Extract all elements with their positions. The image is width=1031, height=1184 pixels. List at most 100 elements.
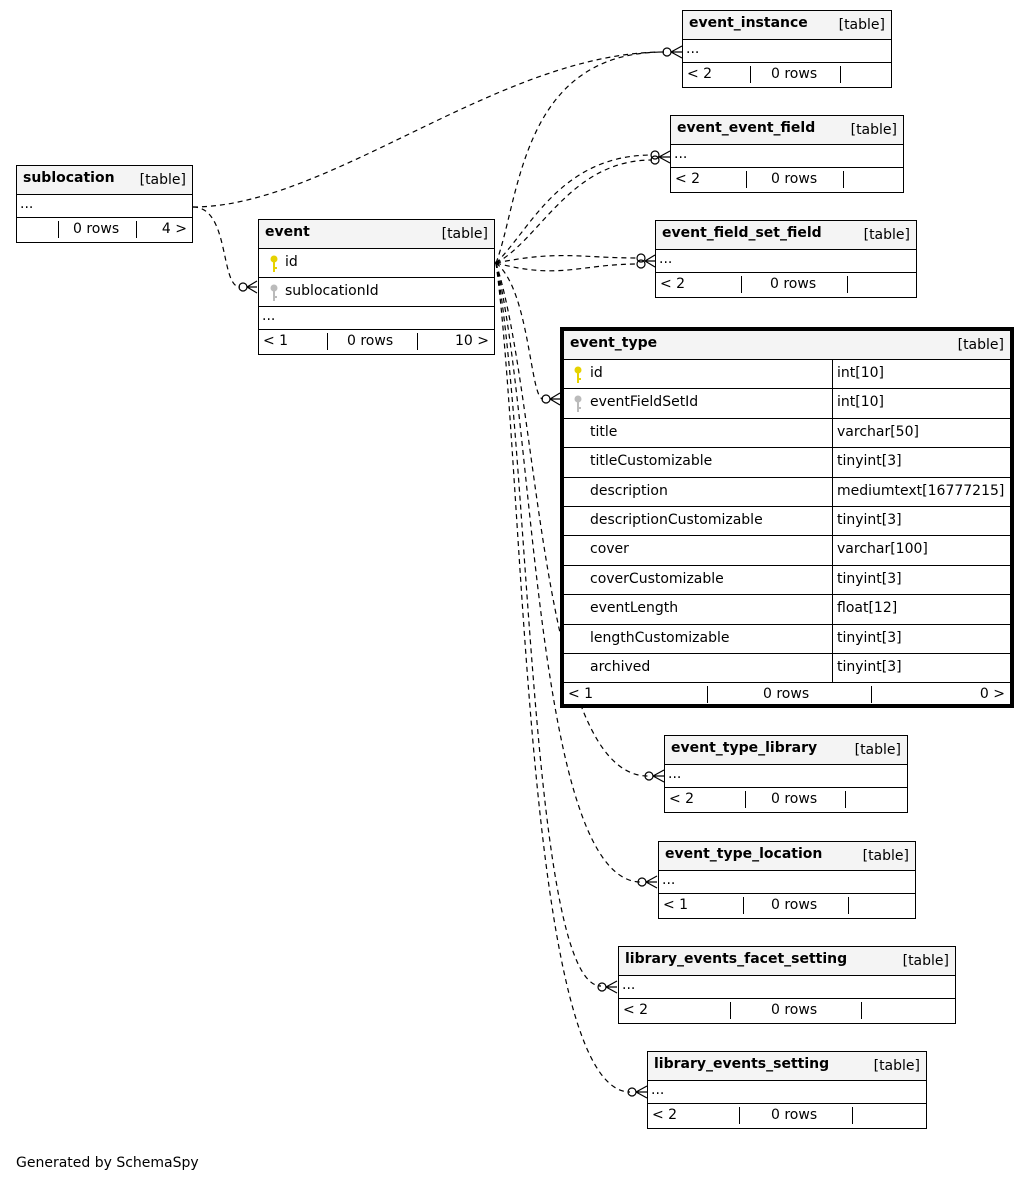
- column-name: coverCustomizable: [590, 570, 724, 587]
- edge-event-event_instance: [495, 51, 665, 264]
- column-divider: [832, 360, 833, 389]
- footer-children: 0 >: [979, 686, 1005, 703]
- column-row-id: id: [259, 249, 494, 278]
- column-name: title: [590, 423, 618, 440]
- table-library_events_setting[interactable]: library_events_setting [table] ... < 2 0…: [647, 1051, 927, 1129]
- column-name: eventFieldSetId: [590, 394, 699, 411]
- column-divider: [832, 477, 833, 506]
- table-footer: < 2 0 rows: [683, 63, 891, 87]
- column-divider: [832, 565, 833, 595]
- collapsed-columns: ...: [259, 307, 494, 330]
- table-footer: < 2 0 rows: [665, 788, 907, 812]
- footer-rows: 0 rows: [73, 221, 120, 237]
- table-footer: 0 rows 4 >: [17, 218, 192, 242]
- table-footer: < 2 0 rows: [656, 273, 916, 297]
- column-divider: [832, 536, 833, 565]
- table-event[interactable]: event [table] id sublocationId ... < 1 0…: [258, 219, 495, 355]
- footer-rows: 0 rows: [347, 333, 394, 349]
- footer-divider: [750, 66, 751, 83]
- table-kind: [table]: [854, 742, 901, 758]
- footer-divider: [58, 221, 59, 238]
- footer-divider: [845, 791, 846, 808]
- footer-divider: [843, 171, 844, 188]
- edge-event-event_field_set_field-b: [495, 262, 639, 272]
- footer-divider: [871, 686, 872, 704]
- table-event_instance[interactable]: event_instance [table] ... < 2 0 rows: [682, 10, 892, 88]
- edge-event-library_events_setting: [495, 262, 631, 1093]
- edge-event-event_type: [495, 262, 544, 400]
- table-footer: < 2 0 rows: [619, 999, 955, 1023]
- table-kind: [table]: [850, 122, 897, 138]
- table-kind: [table]: [862, 848, 909, 864]
- table-header: event_instance [table]: [683, 11, 891, 40]
- column-type: float[12]: [837, 600, 898, 617]
- footer-rows: 0 rows: [771, 1002, 818, 1018]
- table-kind: [table]: [873, 1058, 920, 1074]
- footer-divider: [848, 897, 849, 914]
- table-header: library_events_facet_setting [table]: [619, 947, 955, 976]
- foreign-key-icon: [270, 284, 278, 301]
- table-event_field_set_field[interactable]: event_field_set_field [table] ... < 2 0 …: [655, 220, 917, 298]
- table-event_event_field[interactable]: event_event_field [table] ... < 2 0 rows: [670, 115, 904, 193]
- column-row-title: title varchar[50]: [564, 418, 1010, 449]
- edge-event-event_field_set_field-a: [495, 254, 639, 264]
- footer-divider: [739, 1107, 740, 1124]
- table-sublocation[interactable]: sublocation [table] ... 0 rows 4 >: [16, 165, 193, 243]
- column-type: varchar[100]: [837, 541, 928, 558]
- table-header: event [table]: [259, 220, 494, 249]
- footer-divider: [417, 333, 418, 350]
- column-row-descriptionCustomizable: descriptionCustomizable tinyint[3]: [564, 506, 1010, 537]
- edge-sublocation-event_instance: [192, 51, 665, 208]
- table-event_type_location[interactable]: event_type_location [table] ... < 1 0 ro…: [658, 841, 916, 919]
- column-name: description: [590, 482, 668, 499]
- table-event_type[interactable]: event_type [table] id int[10] eventField…: [560, 327, 1014, 708]
- footer-children: 4 >: [161, 221, 187, 237]
- table-name: event_type_location: [665, 846, 823, 862]
- column-divider: [832, 624, 833, 653]
- table-kind: [table]: [957, 337, 1004, 353]
- column-type: tinyint[3]: [837, 453, 902, 470]
- footer-divider: [852, 1107, 853, 1124]
- collapsed-columns: ...: [683, 40, 891, 63]
- table-event_type_library[interactable]: event_type_library [table] ... < 2 0 row…: [664, 735, 908, 813]
- edge-event-library_events_facet_setting: [495, 262, 602, 987]
- edge-event-event_type_location: [495, 262, 642, 883]
- column-row-coverCustomizable: coverCustomizable tinyint[3]: [564, 565, 1010, 596]
- primary-key-icon: [270, 255, 278, 272]
- column-row-cover: cover varchar[100]: [564, 536, 1010, 566]
- column-divider: [832, 418, 833, 448]
- footer-divider: [743, 897, 744, 914]
- column-divider: [832, 506, 833, 536]
- column-name: lengthCustomizable: [590, 629, 730, 646]
- table-name: event_instance: [689, 15, 808, 31]
- footer-rows: 0 rows: [771, 897, 818, 913]
- column-type: tinyint[3]: [837, 658, 902, 675]
- column-name: sublocationId: [285, 283, 379, 299]
- column-name: id: [285, 254, 298, 270]
- column-row-sublocationId: sublocationId: [259, 278, 494, 307]
- table-library_events_facet_setting[interactable]: library_events_facet_setting [table] ...…: [618, 946, 956, 1024]
- column-row-lengthCustomizable: lengthCustomizable tinyint[3]: [564, 624, 1010, 654]
- footer-parents: < 2: [675, 171, 701, 187]
- table-name: event: [265, 224, 310, 240]
- column-type: tinyint[3]: [837, 511, 902, 528]
- footer-divider: [327, 333, 328, 350]
- footer-parents: < 1: [263, 333, 289, 349]
- table-kind: [table]: [902, 953, 949, 969]
- collapsed-columns: ...: [659, 871, 915, 894]
- column-type: tinyint[3]: [837, 629, 902, 646]
- column-divider: [832, 595, 833, 624]
- column-row-archived: archived tinyint[3]: [564, 653, 1010, 684]
- table-footer: < 1 0 rows: [659, 894, 915, 918]
- edge-event-event_event_field-b: [495, 159, 653, 264]
- footer-divider: [136, 221, 137, 238]
- table-name: event_type: [570, 335, 658, 351]
- table-footer: < 1 0 rows 10 >: [259, 330, 494, 354]
- footer-divider: [746, 171, 747, 188]
- footer-rows: 0 rows: [763, 686, 810, 703]
- column-row-description: description mediumtext[16777215]: [564, 477, 1010, 507]
- column-name: archived: [590, 658, 651, 675]
- table-kind: [table]: [838, 17, 885, 33]
- footer-divider: [840, 66, 841, 83]
